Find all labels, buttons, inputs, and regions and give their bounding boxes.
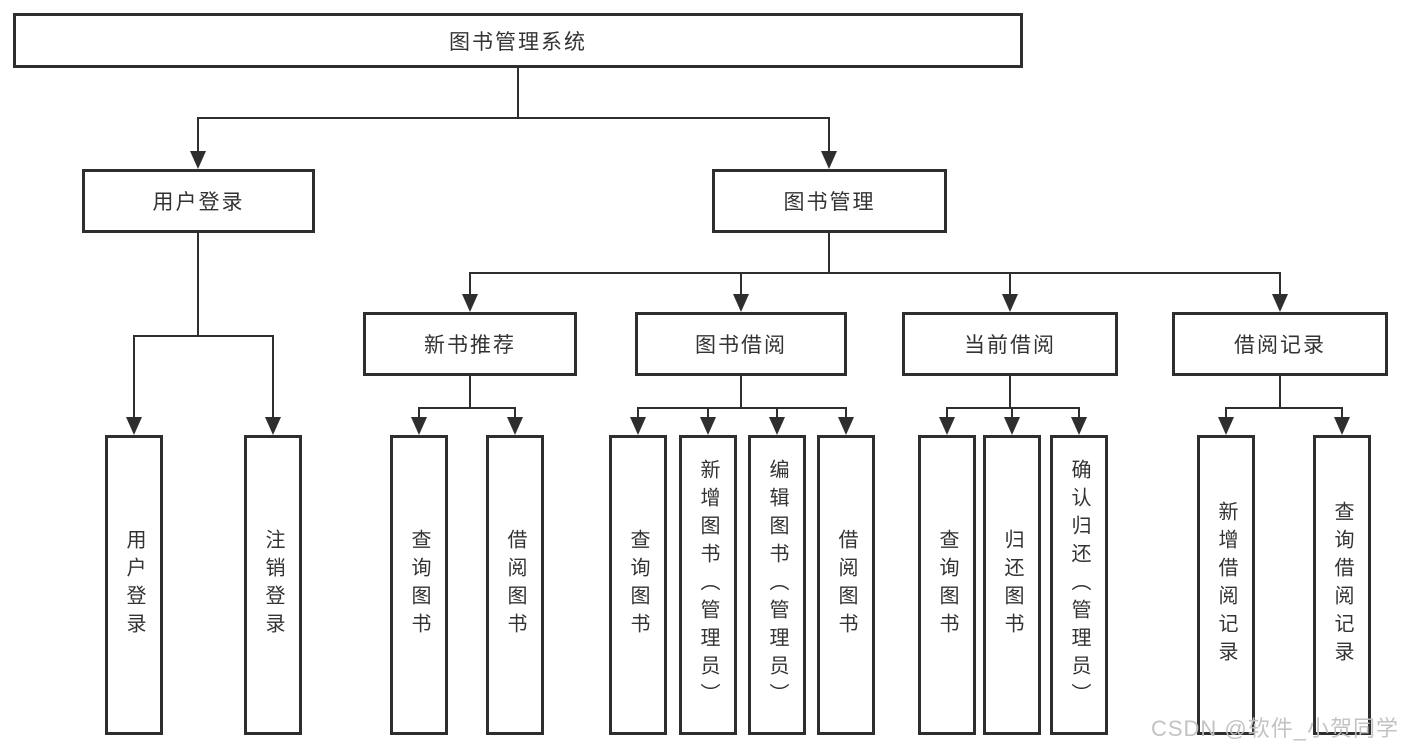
- connector-drop-leaf: [1078, 407, 1080, 419]
- node-label: 图书管理系统: [449, 30, 587, 54]
- leaf-query-books-borrow: 查询图书: [609, 435, 667, 735]
- arrowhead-icon: [821, 151, 837, 169]
- arrowhead-icon: [126, 417, 142, 435]
- arrowhead-icon: [265, 417, 281, 435]
- node-book-management: 图书管理: [712, 169, 947, 233]
- connector-drop-new-book-recommend: [469, 272, 471, 296]
- leaf-return-books: 归还图书: [983, 435, 1041, 735]
- node-book-borrow: 图书借阅: [635, 312, 847, 376]
- leaf-label: 编辑图书（管理员）: [766, 459, 788, 711]
- arrowhead-icon: [1002, 294, 1018, 312]
- arrowhead-icon: [507, 417, 523, 435]
- connector-drop-leaf: [514, 407, 516, 419]
- connector-book-borrow-stem: [740, 376, 742, 409]
- connector-user-login-bar: [133, 335, 274, 337]
- leaf-label: 归还图书: [1001, 529, 1023, 641]
- arrowhead-icon: [769, 417, 785, 435]
- leaf-query-borrow-record: 查询借阅记录: [1313, 435, 1371, 735]
- arrowhead-icon: [1272, 294, 1288, 312]
- arrowhead-icon: [1071, 417, 1087, 435]
- leaf-label: 查询图书: [408, 529, 430, 641]
- connector-drop-leaf: [776, 407, 778, 419]
- node-new-book-recommend: 新书推荐: [363, 312, 577, 376]
- arrowhead-icon: [190, 151, 206, 169]
- arrowhead-icon: [700, 417, 716, 435]
- leaf-label: 注销登录: [262, 529, 284, 641]
- leaf-label: 借阅图书: [504, 529, 526, 641]
- leaf-add-books-admin: 新增图书（管理员）: [679, 435, 737, 735]
- connector-drop-leaf: [1225, 407, 1227, 419]
- node-label: 图书借阅: [695, 334, 787, 357]
- connector-borrow-records-bar: [1225, 407, 1343, 409]
- leaf-add-borrow-record: 新增借阅记录: [1197, 435, 1255, 735]
- leaf-user-login: 用户登录: [105, 435, 163, 735]
- connector-new-book-bar: [418, 407, 516, 409]
- connector-drop-leaf: [946, 407, 948, 419]
- connector-drop-leaf: [1011, 407, 1013, 419]
- arrowhead-icon: [1334, 417, 1350, 435]
- leaf-label: 新增借阅记录: [1215, 501, 1237, 669]
- arrowhead-icon: [1004, 417, 1020, 435]
- leaf-edit-books-admin: 编辑图书（管理员）: [748, 435, 806, 735]
- leaf-label: 借阅图书: [835, 529, 857, 641]
- connector-drop-book-borrow: [740, 272, 742, 296]
- node-user-login: 用户登录: [82, 169, 315, 233]
- connector-root-stem: [517, 68, 519, 119]
- connector-drop-leaf-login: [133, 335, 135, 419]
- connector-user-login-stem: [197, 233, 199, 337]
- connector-root-bar: [197, 117, 830, 119]
- leaf-label: 用户登录: [123, 529, 145, 641]
- connector-book-management-bar: [469, 272, 1281, 274]
- connector-current-borrow-bar: [946, 407, 1080, 409]
- leaf-label: 查询图书: [627, 529, 649, 641]
- node-label: 新书推荐: [424, 334, 516, 357]
- leaf-borrow-books-recommend: 借阅图书: [486, 435, 544, 735]
- node-borrow-records: 借阅记录: [1172, 312, 1388, 376]
- connector-drop-borrow-records: [1279, 272, 1281, 296]
- leaf-label: 新增图书（管理员）: [697, 459, 719, 711]
- arrowhead-icon: [462, 294, 478, 312]
- arrowhead-icon: [838, 417, 854, 435]
- node-label: 图书管理: [783, 191, 876, 214]
- connector-current-borrow-stem: [1009, 376, 1011, 409]
- node-label: 用户登录: [152, 191, 245, 214]
- leaf-query-books-current: 查询图书: [918, 435, 976, 735]
- connector-borrow-records-stem: [1279, 376, 1281, 409]
- connector-drop-current-borrow: [1009, 272, 1011, 296]
- arrowhead-icon: [1218, 417, 1234, 435]
- connector-drop-leaf: [707, 407, 709, 419]
- node-label: 当前借阅: [964, 334, 1056, 357]
- connector-drop-leaf: [845, 407, 847, 419]
- leaf-label: 查询图书: [936, 529, 958, 641]
- leaf-query-books-recommend: 查询图书: [390, 435, 448, 735]
- leaf-label: 确认归还（管理员）: [1068, 459, 1090, 711]
- connector-book-management-stem: [828, 233, 830, 274]
- csdn-watermark: CSDN @软件_小贺同学: [1150, 716, 1399, 741]
- node-library-management-system: 图书管理系统: [13, 13, 1023, 68]
- connector-new-book-stem: [469, 376, 471, 409]
- arrowhead-icon: [733, 294, 749, 312]
- arrowhead-icon: [939, 417, 955, 435]
- connector-drop-leaf: [1341, 407, 1343, 419]
- node-current-borrow: 当前借阅: [902, 312, 1118, 376]
- node-label: 借阅记录: [1234, 334, 1326, 357]
- leaf-logout: 注销登录: [244, 435, 302, 735]
- arrowhead-icon: [630, 417, 646, 435]
- connector-drop-leaf: [637, 407, 639, 419]
- connector-drop-user-login: [197, 117, 199, 153]
- leaf-confirm-return-admin: 确认归还（管理员）: [1050, 435, 1108, 735]
- connector-drop-book-management: [828, 117, 830, 153]
- leaf-borrow-books: 借阅图书: [817, 435, 875, 735]
- leaf-label: 查询借阅记录: [1331, 501, 1353, 669]
- connector-drop-leaf-logout: [272, 335, 274, 419]
- connector-drop-leaf: [418, 407, 420, 419]
- connector-book-borrow-bar: [637, 407, 847, 409]
- arrowhead-icon: [411, 417, 427, 435]
